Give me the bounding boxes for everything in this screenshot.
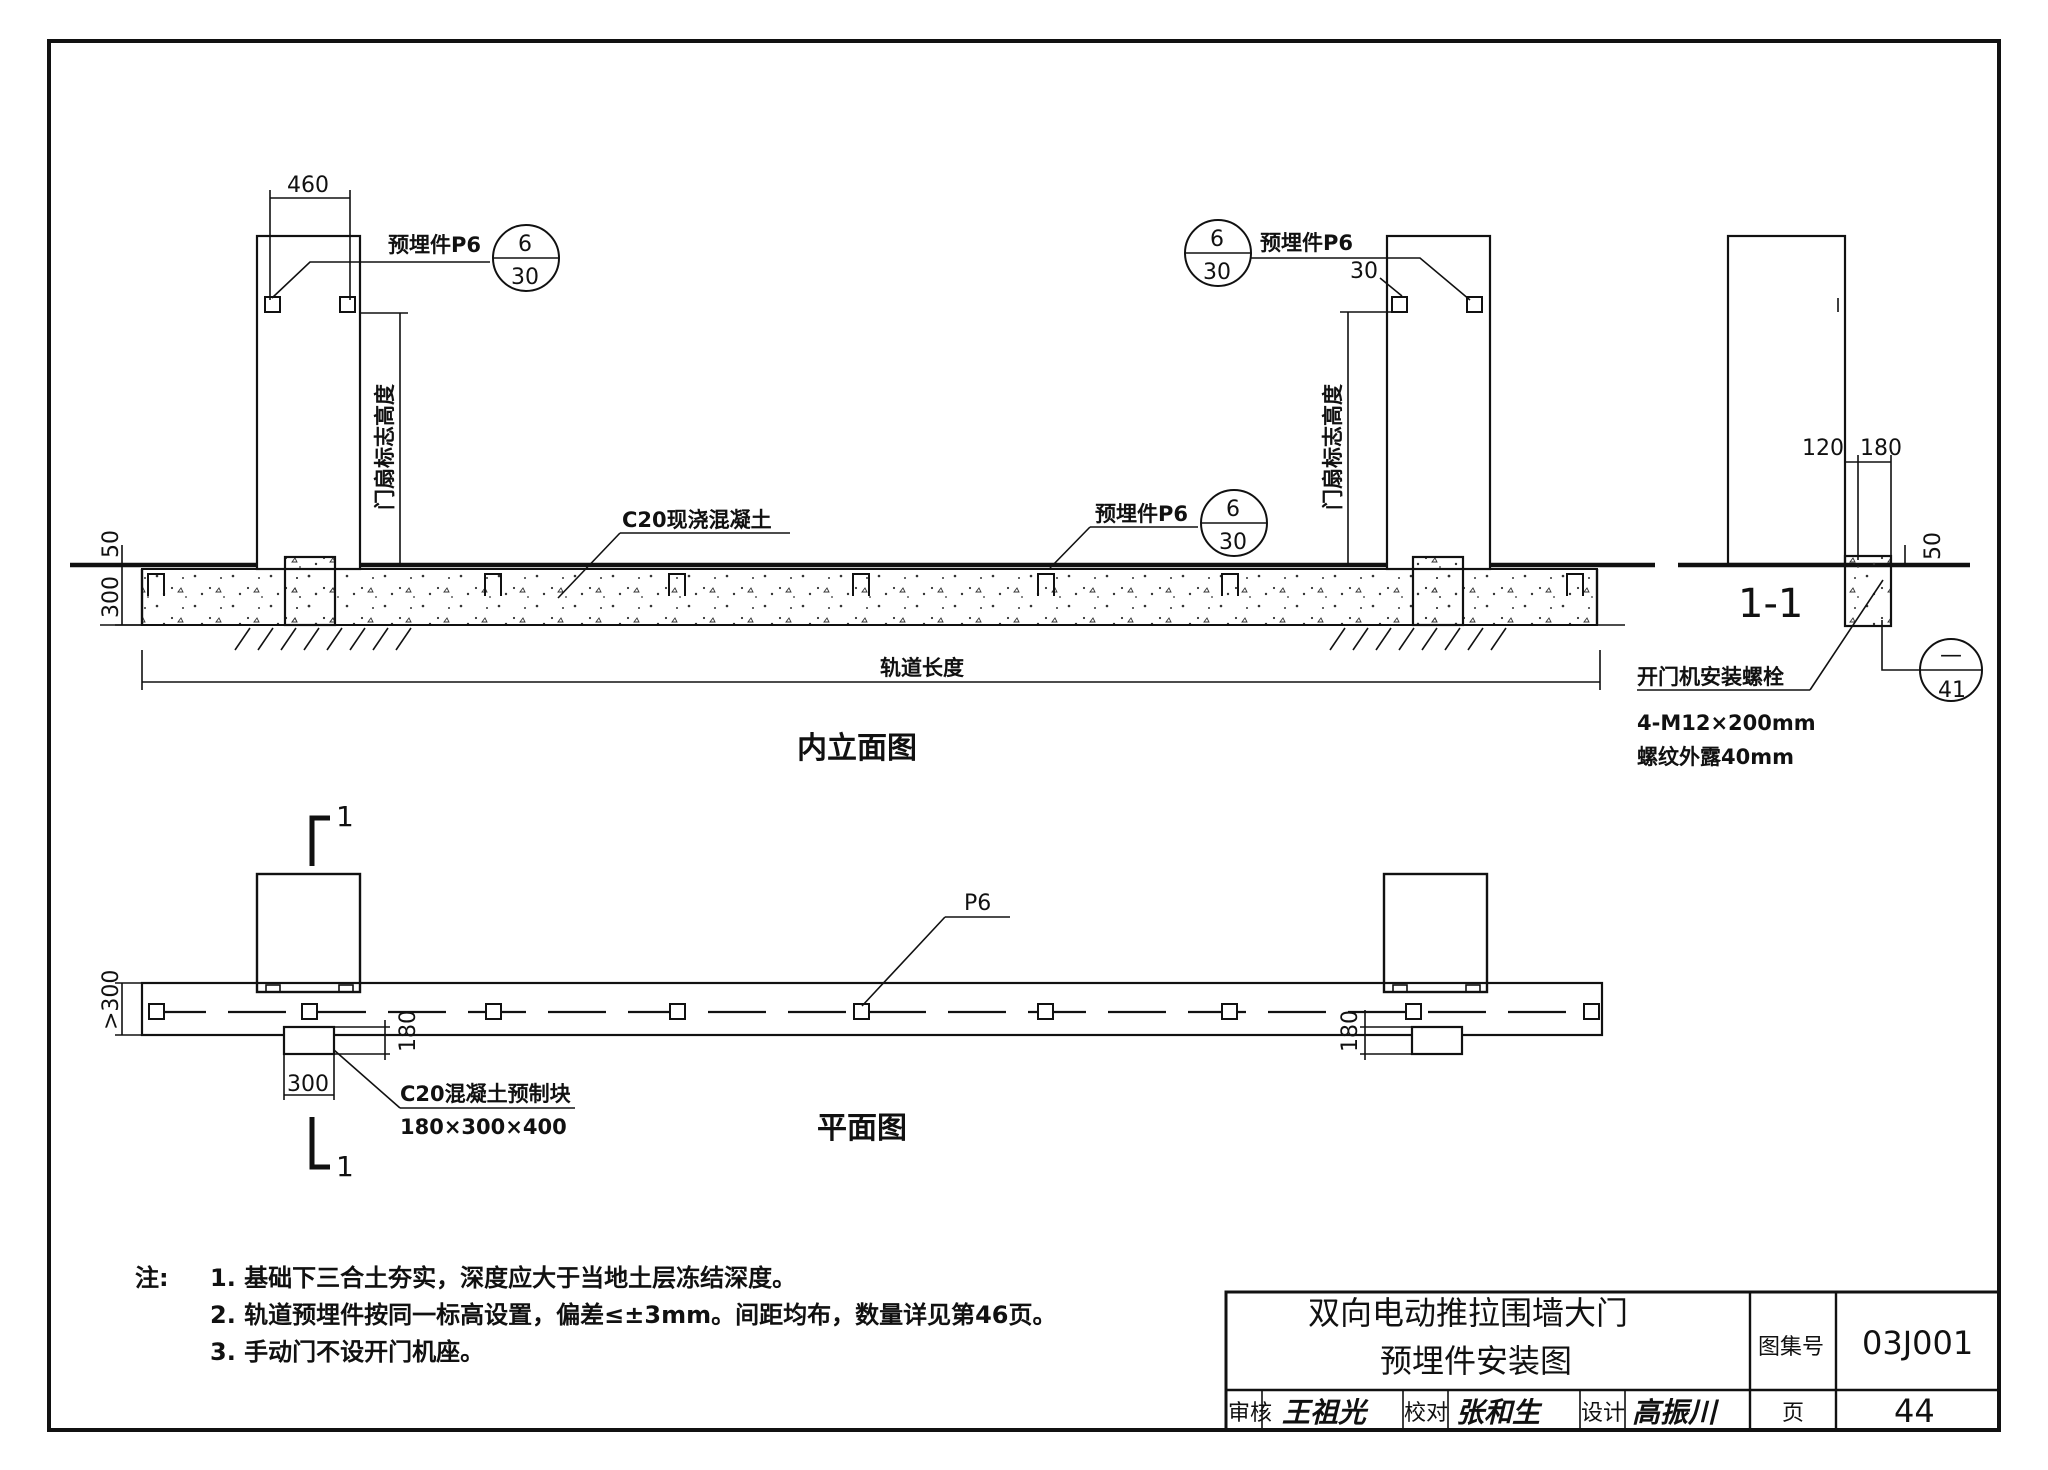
- atlas-no: 03J001: [1862, 1324, 1973, 1362]
- left-door-height-dim: 门扇标志高度: [360, 312, 408, 565]
- svg-text:50: 50: [1921, 532, 1946, 560]
- svg-text:6: 6: [518, 232, 532, 257]
- svg-text:50: 50: [99, 530, 124, 558]
- svg-text:预埋件P6: 预埋件P6: [1260, 231, 1353, 255]
- section-view: 120 180 50 1-1 开门机安装螺栓 4-M12×200mm 螺纹外露4…: [1637, 234, 1983, 769]
- svg-text:>300: >300: [99, 970, 124, 1030]
- elevation-title: 内立面图: [797, 731, 917, 766]
- right-embed-callout: 6 30 预埋件P6 30: [1184, 219, 1471, 301]
- svg-text:预埋件P6: 预埋件P6: [1095, 502, 1188, 526]
- mid-embed-callout: 预埋件P6 6 30: [1049, 489, 1268, 569]
- svg-text:30: 30: [1219, 530, 1247, 555]
- left-embed-plate-2: [339, 296, 356, 313]
- svg-text:P6: P6: [964, 891, 991, 916]
- plan-left-post: [255, 872, 362, 994]
- plan-left-block: [282, 1025, 336, 1056]
- svg-text:预埋件P6: 预埋件P6: [388, 233, 481, 257]
- left-embed-callout: 预埋件P6 6 30: [271, 224, 560, 299]
- notes: 注: 1. 基础下三合土夯实，深度应大于当地土层冻结深度。 2. 轨道预埋件按同…: [135, 1264, 1057, 1366]
- plan-title: 平面图: [817, 1111, 907, 1146]
- svg-text:轨道长度: 轨道长度: [880, 656, 964, 680]
- svg-text:页: 页: [1782, 1401, 1804, 1426]
- track-length-dim: 轨道长度: [141, 650, 1601, 690]
- svg-text:180: 180: [1860, 436, 1902, 461]
- svg-text:460: 460: [287, 173, 329, 198]
- section-label: 1-1: [1738, 581, 1803, 627]
- svg-text:120: 120: [1802, 436, 1844, 461]
- svg-text:高振川: 高振川: [1632, 1396, 1720, 1429]
- svg-text:180: 180: [396, 1010, 421, 1052]
- svg-text:门扇标志高度: 门扇标志高度: [1321, 384, 1345, 510]
- svg-text:注:: 注:: [135, 1264, 169, 1292]
- right-door-height-dim: 门扇标志高度: [1321, 311, 1392, 565]
- bolt-label-3: 螺纹外露40mm: [1637, 745, 1794, 769]
- sheet-border: [47, 39, 2001, 1432]
- svg-text:300: 300: [287, 1072, 329, 1097]
- plan-embed-plates: [148, 1003, 1600, 1020]
- block-label-2: 180×300×400: [400, 1115, 567, 1139]
- svg-text:300: 300: [99, 576, 124, 618]
- plan-strip: [140, 981, 1604, 1037]
- title-block: 双向电动推拉围墙大门 预埋件安装图 图集号 03J001 页 44 审核 王祖光…: [1224, 1290, 2001, 1432]
- svg-text:—: —: [1940, 643, 1962, 668]
- left-post: [255, 234, 362, 571]
- note-2: 2. 轨道预埋件按同一标高设置，偏差≤±3mm。间距均布，数量详见第46页。: [210, 1301, 1057, 1329]
- plan-right-block: [1410, 1025, 1464, 1056]
- svg-text:设计: 设计: [1581, 1401, 1625, 1426]
- svg-text:41: 41: [1938, 678, 1966, 703]
- svg-text:张和生: 张和生: [1456, 1396, 1543, 1429]
- bolt-label-2: 4-M12×200mm: [1637, 711, 1816, 735]
- svg-text:180: 180: [1338, 1010, 1363, 1052]
- right-embed-plate-1: [1391, 296, 1408, 313]
- concrete-callout: C20现浇混凝土: [557, 508, 790, 599]
- track-anchors: [147, 573, 1584, 596]
- bolt-label-1: 开门机安装螺栓: [1637, 665, 1784, 689]
- tb-title-2: 预埋件安装图: [1380, 1342, 1572, 1380]
- plan-view: 1 1 P6: [99, 800, 1604, 1183]
- svg-text:C20现浇混凝土: C20现浇混凝土: [622, 508, 772, 532]
- left-vertical-dims: 50 300: [99, 530, 150, 626]
- svg-text:30: 30: [1350, 259, 1378, 284]
- svg-text:30: 30: [1203, 260, 1231, 285]
- svg-text:6: 6: [1226, 497, 1240, 522]
- svg-text:图集号: 图集号: [1758, 1335, 1824, 1360]
- left-footing: [283, 555, 337, 627]
- svg-text:6: 6: [1210, 227, 1224, 252]
- section-footing: [1843, 554, 1893, 628]
- svg-text:王祖光: 王祖光: [1282, 1396, 1369, 1429]
- right-footing: [1411, 555, 1465, 627]
- elevation-view: 460 预埋件P6 6 30 门扇标志高度 6 30 预埋件P6 30: [70, 173, 1655, 766]
- svg-text:门扇标志高度: 门扇标志高度: [373, 384, 397, 510]
- block-label-1: C20混凝土预制块: [400, 1082, 572, 1106]
- section-post: [1726, 234, 1847, 566]
- section-cut-marks: 1 1: [309, 800, 354, 1183]
- note-1: 1. 基础下三合土夯实，深度应大于当地土层冻结深度。: [210, 1264, 796, 1292]
- svg-text:审核: 审核: [1228, 1401, 1272, 1426]
- right-embed-plate-2: [1466, 296, 1483, 313]
- tb-title-1: 双向电动推拉围墙大门: [1308, 1294, 1628, 1332]
- svg-text:1: 1: [336, 800, 354, 833]
- svg-text:30: 30: [511, 265, 539, 290]
- svg-text:校对: 校对: [1404, 1401, 1448, 1426]
- svg-text:1: 1: [336, 1150, 354, 1183]
- note-3: 3. 手动门不设开门机座。: [210, 1338, 484, 1366]
- dim-460: 460: [269, 173, 351, 300]
- earth-hatch: [234, 627, 1507, 651]
- page-no: 44: [1894, 1392, 1935, 1430]
- right-post: [1385, 234, 1492, 571]
- plan-right-post: [1382, 872, 1489, 994]
